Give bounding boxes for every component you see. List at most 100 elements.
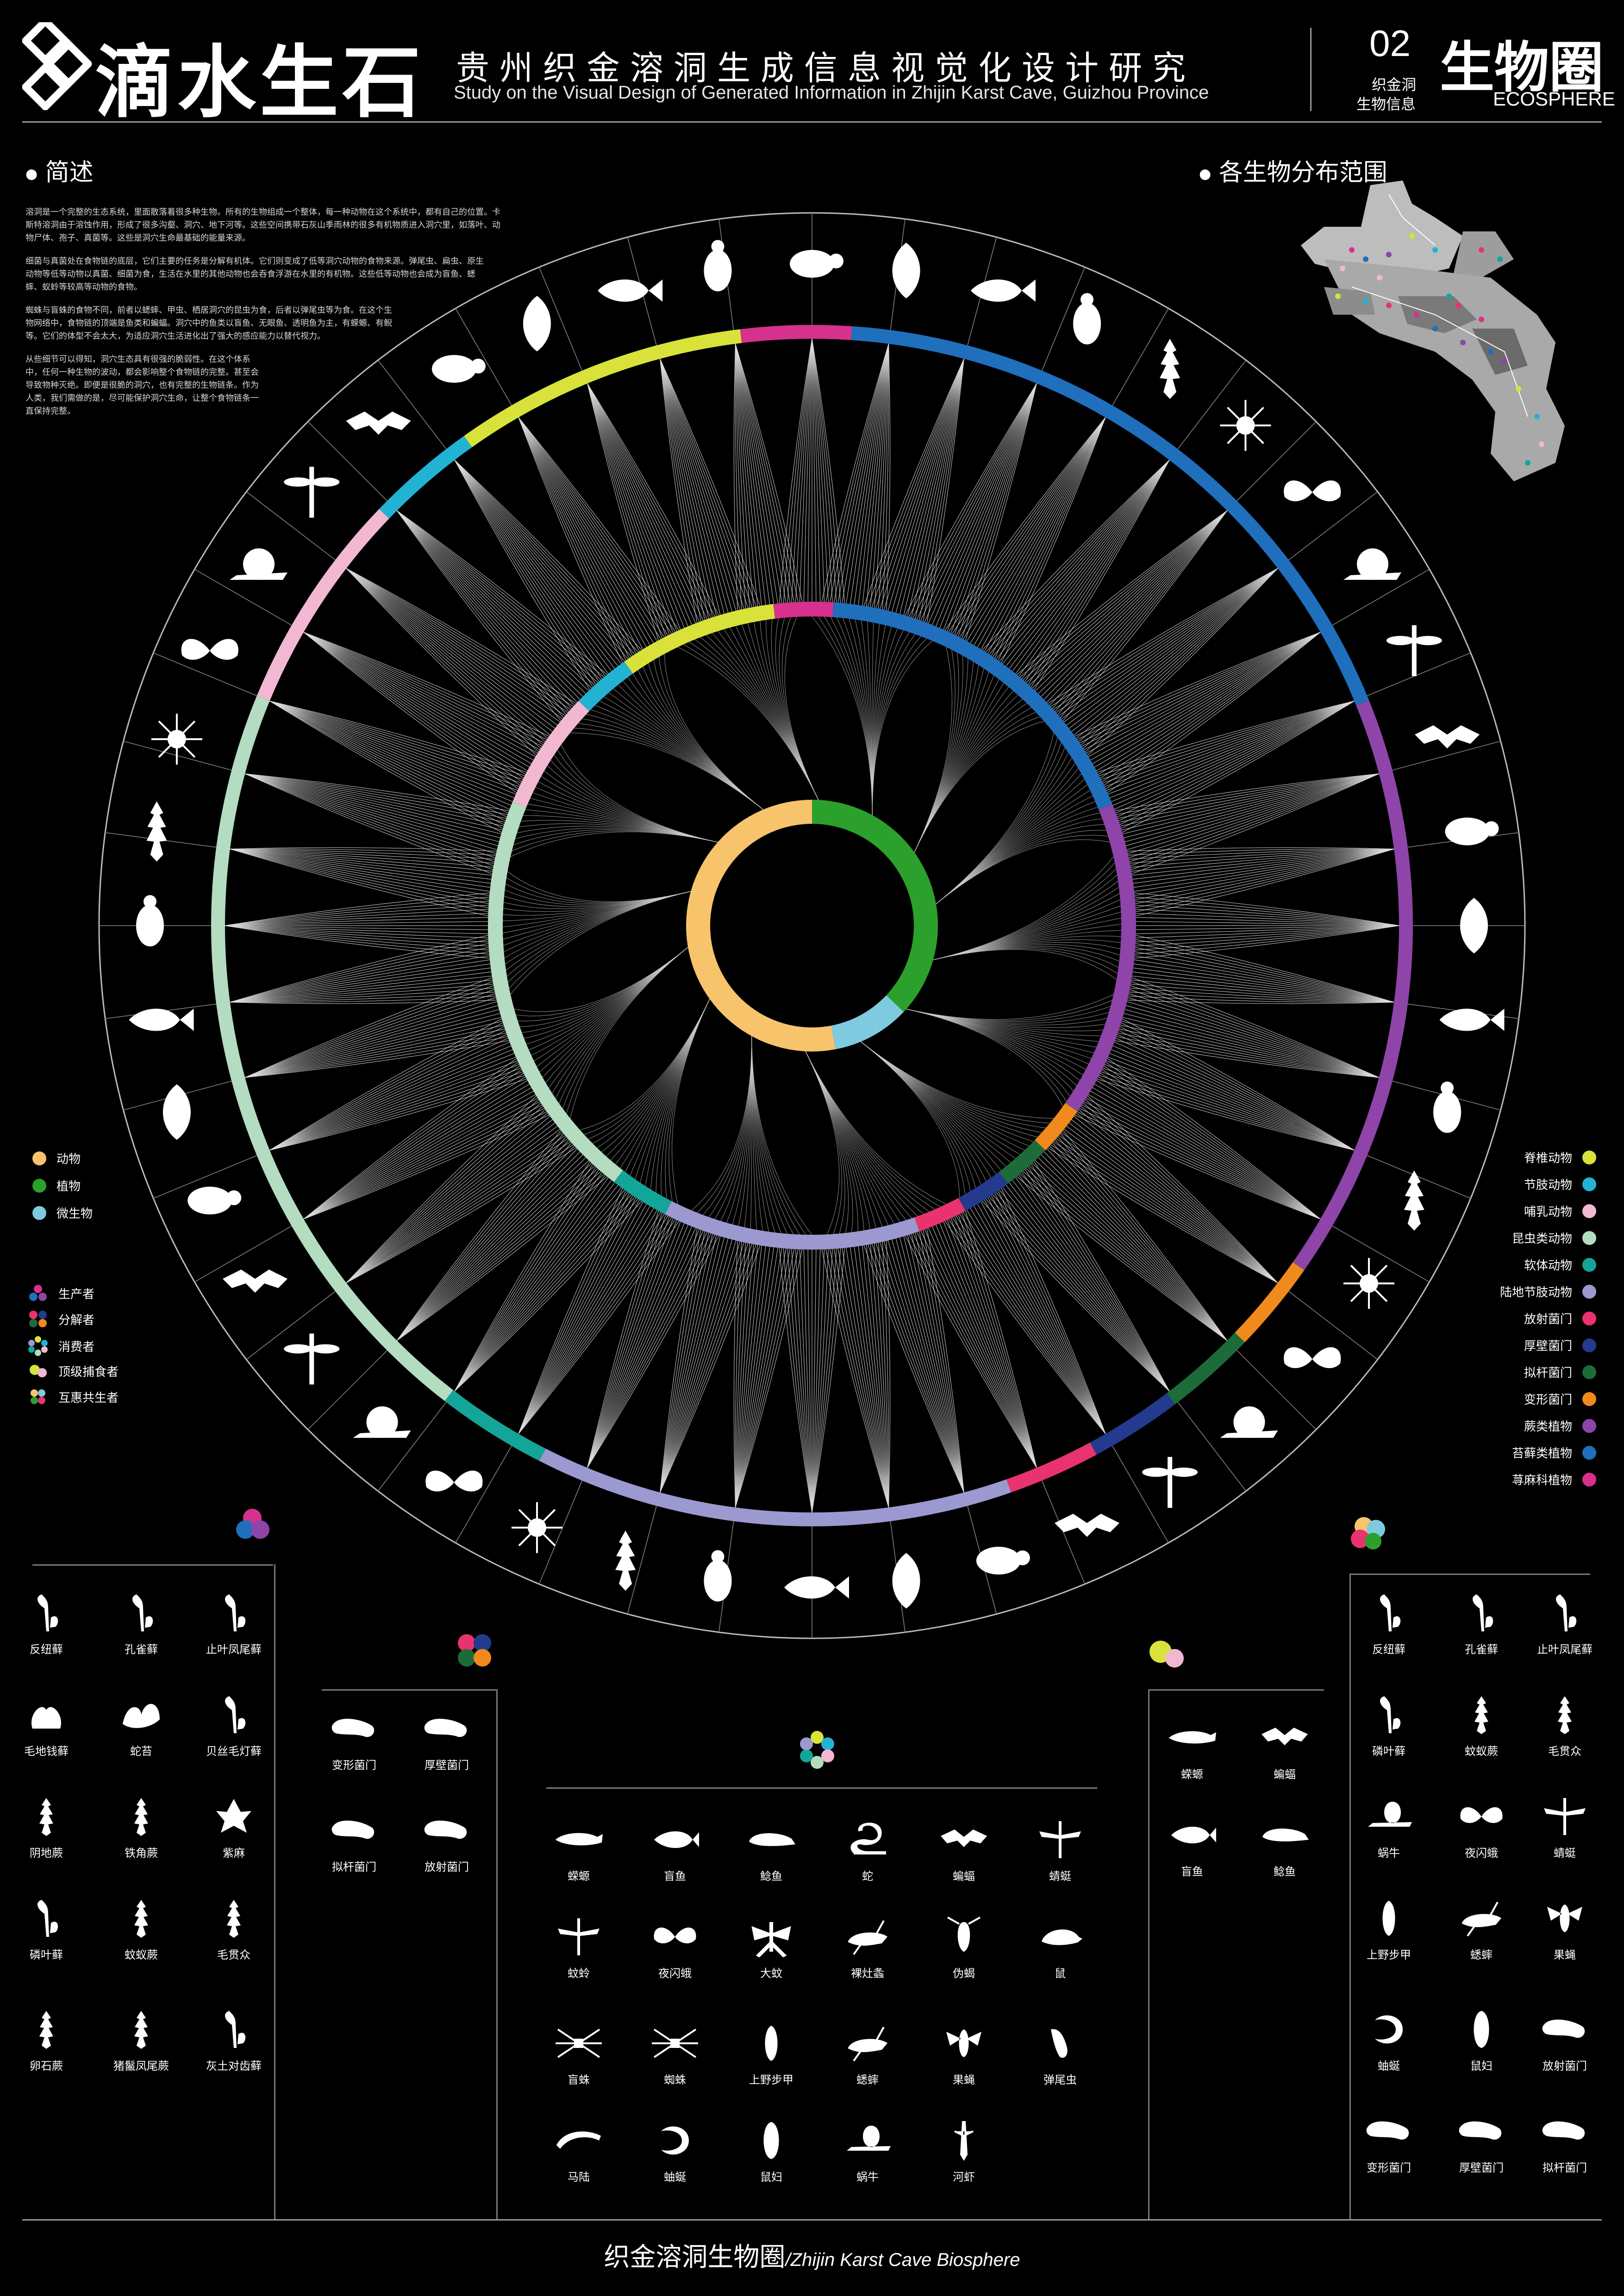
intro-title: ● 简述 <box>25 159 94 187</box>
moss-icon <box>1380 1696 1401 1733</box>
item-label: 蜗牛 <box>1378 1847 1400 1860</box>
middle-ring-segment <box>773 602 834 619</box>
spoke-fan <box>982 360 1247 690</box>
legend-label: 哺乳动物 <box>1524 1205 1572 1219</box>
role-legend-item-decomposer: 分解者 <box>28 1310 94 1328</box>
item-label: 厚壁菌门 <box>1459 2161 1504 2174</box>
legend-label: 脊椎动物 <box>1524 1151 1572 1165</box>
cricket-icon <box>1462 1902 1502 1937</box>
fern-icon <box>227 1900 241 1938</box>
catfish-icon <box>749 1833 795 1846</box>
category-legend-item: 蕨类植物 <box>1524 1417 1596 1434</box>
legend-label: 蕨类植物 <box>1524 1420 1572 1434</box>
role-legend-item-mutualist: 互惠共生者 <box>28 1388 119 1406</box>
spider-icon <box>652 2028 698 2058</box>
item-label: 变形菌门 <box>332 1759 376 1772</box>
mutualists-item: 蚊蚁蕨 <box>1442 1694 1521 1758</box>
consumers-item: 伪蝎 <box>924 1916 1003 1980</box>
snail-icon <box>353 1406 411 1438</box>
item-label: 蝾螈 <box>568 1870 590 1883</box>
producers-frame-top <box>32 1564 273 1566</box>
inner-fan <box>914 647 1044 852</box>
consumers-item: 蚰蜒 <box>636 2120 714 2184</box>
header: 滴水生石 贵州织金溶洞生成信息视觉化设计研究 Study on the Visu… <box>0 0 1624 129</box>
legend-label: 陆地节肢动物 <box>1499 1286 1572 1300</box>
item-label: 盲鱼 <box>1181 1865 1203 1878</box>
legend-dot <box>1582 1419 1596 1433</box>
consumers-item: 蚊蛉 <box>539 1916 618 1980</box>
section-number: 02 <box>1369 23 1411 64</box>
consumers-item: 蝙蝠 <box>924 1819 1003 1883</box>
fish-icon <box>654 1831 699 1848</box>
producers-item: 蛇苔 <box>102 1694 181 1758</box>
insect-icon <box>976 1547 1030 1575</box>
outer-ring-segment <box>1090 1393 1175 1455</box>
consumers-item: 夜闪蛾 <box>636 1916 714 1980</box>
mutualists-item: 毛贯众 <box>1525 1694 1604 1758</box>
woodlouse-icon <box>1474 2011 1489 2048</box>
predator-emblem-icon <box>1149 1641 1184 1668</box>
header-rule <box>22 121 1602 123</box>
dragonfly-icon <box>1544 1798 1586 1835</box>
item-label: 灰土对齿藓 <box>206 2060 262 2072</box>
spider-icon <box>151 714 202 765</box>
type-legend-item-microbe: 微生物 <box>32 1204 93 1221</box>
item-label: 鼠 <box>1055 1967 1066 1980</box>
map-marker-dot <box>1497 256 1503 262</box>
spoke-fan <box>1074 1058 1430 1282</box>
middle-ring-segment <box>665 1201 919 1250</box>
spoke-fan <box>1017 421 1317 721</box>
consumers-item: 裸灶螽 <box>828 1916 907 1980</box>
inner-fan <box>933 857 1122 980</box>
category-legend-item: 节肢动物 <box>1524 1176 1596 1193</box>
middle-ring-segment <box>958 1172 1008 1211</box>
outer-ring-segment <box>1293 700 1413 1270</box>
mutualists-item: 蚰蜒 <box>1349 2009 1428 2073</box>
legend-dot <box>1582 1472 1596 1487</box>
spoke-fan <box>246 491 576 756</box>
nettle-icon <box>216 1799 251 1833</box>
insect-icon <box>790 250 843 278</box>
top_predators-item: 蝙蝠 <box>1245 1717 1324 1781</box>
category-legend-item: 苔藓类植物 <box>1512 1444 1596 1461</box>
bacteria-icon <box>1459 2121 1502 2140</box>
snail-icon <box>1368 1802 1412 1827</box>
consumers-item: 盲鱼 <box>636 1819 714 1883</box>
dragonfly-icon <box>558 1918 600 1955</box>
spoke-fan <box>863 1228 997 1614</box>
spoke-fan <box>455 1188 680 1543</box>
rat-icon <box>1042 1929 1082 1945</box>
map-marker-dot <box>1414 312 1419 317</box>
spoke-fan <box>1074 569 1430 793</box>
beetle-icon <box>1382 1901 1395 1936</box>
plant-icon <box>31 1707 62 1729</box>
item-label: 蟋蟀 <box>1470 1948 1493 1961</box>
legend-label: 苔藓类植物 <box>1512 1447 1572 1461</box>
consumers-item: 果蝇 <box>924 2022 1003 2087</box>
cricket-icon <box>848 2027 888 2062</box>
legend-dot <box>1582 1150 1596 1164</box>
legend-dot <box>1582 1257 1596 1272</box>
legend-label: 顶级捕食者 <box>58 1365 119 1379</box>
legend-dot <box>1582 1204 1596 1218</box>
spoke-fan <box>627 237 761 623</box>
legend-label: 互惠共生者 <box>58 1391 119 1405</box>
title-en: Study on the Visual Design of Generated … <box>454 82 1209 103</box>
middle-ring-segment <box>999 1140 1046 1184</box>
middle-ring-segment <box>1035 1103 1078 1151</box>
map-marker-dot <box>1460 340 1466 345</box>
top_predators-item: 盲鱼 <box>1153 1814 1231 1879</box>
outer-ring-segment <box>464 329 742 448</box>
mutualists-item: 磷叶藓 <box>1349 1694 1428 1758</box>
bat-icon <box>346 411 411 435</box>
spoke-fan <box>718 219 803 610</box>
beetle-icon <box>704 240 732 292</box>
type-legend-item-plant: 植物 <box>32 1177 81 1194</box>
item-label: 蝾螈 <box>1181 1768 1203 1781</box>
outer-ring-segment <box>740 325 852 343</box>
spoke-fan <box>246 1095 576 1360</box>
spoke-fan <box>99 892 490 959</box>
decomposers-item: 变形菌门 <box>315 1708 394 1772</box>
salamander-icon <box>556 1833 603 1846</box>
dragonfly-icon <box>284 467 340 518</box>
